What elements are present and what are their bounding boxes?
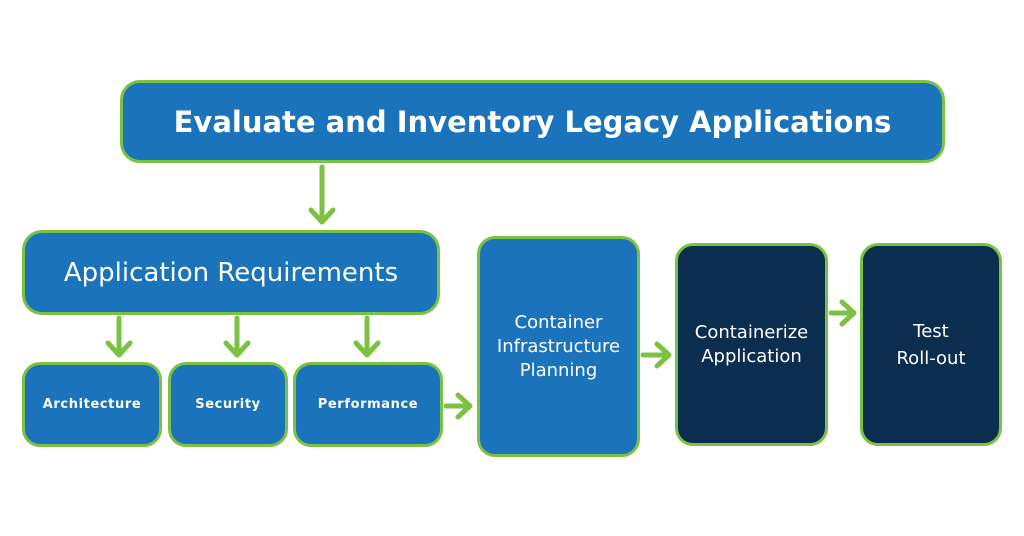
arrowhead-req-to-performance [353, 340, 381, 358]
container-infrastructure-planning-box: Container Infrastructure Planning [477, 236, 640, 457]
architecture-label: Architecture [42, 397, 142, 412]
evaluate-inventory-box: Evaluate and Inventory Legacy Applicatio… [120, 80, 945, 163]
architecture-box: Architecture [22, 362, 162, 447]
arrowhead-perf-to-planning [455, 392, 473, 420]
arrowhead-req-to-architecture [105, 340, 133, 358]
arrowhead-planning-to-containerize [654, 341, 672, 369]
containerize-application-label: Containerize Application [694, 321, 809, 367]
performance-box: Performance [293, 362, 443, 447]
application-requirements-box: Application Requirements [22, 230, 440, 315]
evaluate-inventory-label: Evaluate and Inventory Legacy Applicatio… [173, 104, 892, 139]
security-box: Security [168, 362, 288, 447]
test-rollout-label: Test Roll-out [896, 320, 966, 369]
container-infrastructure-planning-label: Container Infrastructure Planning [496, 311, 621, 381]
performance-label: Performance [317, 397, 419, 412]
containerize-application-box: Containerize Application [675, 243, 828, 446]
arrowhead-containerize-to-test [839, 299, 857, 327]
security-label: Security [195, 397, 261, 412]
application-requirements-label: Application Requirements [63, 257, 399, 288]
arrowhead-req-to-security [223, 340, 251, 358]
test-rollout-box: Test Roll-out [860, 243, 1002, 446]
arrowhead-top-to-requirements [308, 207, 336, 225]
